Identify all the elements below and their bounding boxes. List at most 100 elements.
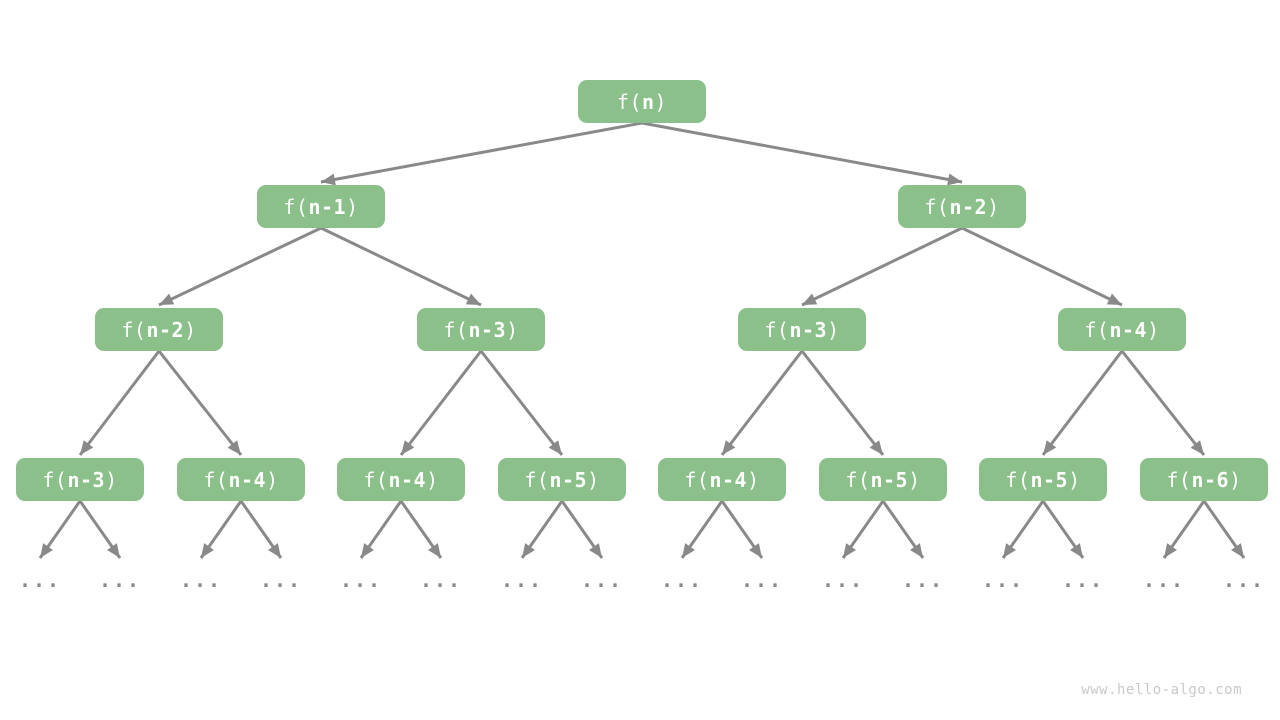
watermark: www.hello-algo.com bbox=[1081, 682, 1242, 698]
node-label: f( bbox=[363, 467, 389, 492]
tree-node: f(n-2) bbox=[95, 308, 223, 351]
node-label: ) bbox=[346, 194, 359, 219]
tree-edge bbox=[560, 500, 604, 559]
tree-edge bbox=[841, 500, 885, 559]
ellipsis-leaf: ... bbox=[419, 568, 463, 592]
tree-edge bbox=[801, 226, 963, 307]
tree-edge bbox=[1001, 500, 1045, 559]
node-label: n-6 bbox=[1191, 467, 1230, 492]
tree-node: f(n-2) bbox=[898, 185, 1026, 228]
ellipsis-leaf: ... bbox=[981, 568, 1025, 592]
ellipsis-leaf: ... bbox=[580, 568, 624, 592]
node-label: ) bbox=[908, 467, 921, 492]
tree-node: f(n-1) bbox=[257, 185, 385, 228]
tree-edge bbox=[641, 121, 963, 186]
node-label: f( bbox=[1084, 317, 1110, 342]
tree-node: f(n-4) bbox=[337, 458, 465, 501]
tree-edge bbox=[720, 500, 764, 559]
tree-edge bbox=[239, 500, 283, 559]
ellipsis-leaf: ... bbox=[179, 568, 223, 592]
ellipsis-leaf: ... bbox=[259, 568, 303, 592]
ellipsis-leaf: ... bbox=[660, 568, 704, 592]
tree-edge bbox=[720, 350, 804, 456]
node-label: f( bbox=[443, 317, 469, 342]
tree-edge bbox=[1041, 350, 1124, 456]
tree-edge bbox=[199, 500, 243, 559]
tree-edge bbox=[359, 500, 403, 559]
tree-node: f(n) bbox=[578, 80, 706, 123]
node-label: ) bbox=[266, 467, 279, 492]
node-label: n-4 bbox=[1109, 317, 1148, 342]
tree-node: f(n-5) bbox=[498, 458, 626, 501]
ellipsis-leaf: ... bbox=[98, 568, 142, 592]
tree-node: f(n-6) bbox=[1140, 458, 1268, 501]
tree-edge bbox=[961, 226, 1123, 307]
node-label: ) bbox=[1229, 467, 1242, 492]
node-label: f( bbox=[616, 89, 642, 114]
node-label: n-2 bbox=[146, 317, 185, 342]
node-label: ) bbox=[827, 317, 840, 342]
tree-edge bbox=[479, 350, 564, 456]
node-label: ) bbox=[987, 194, 1000, 219]
node-label: n-2 bbox=[949, 194, 988, 219]
node-label: n-5 bbox=[870, 467, 909, 492]
tree-node: f(n-4) bbox=[1058, 308, 1186, 351]
tree-edge bbox=[1120, 350, 1206, 456]
node-label: f( bbox=[121, 317, 147, 342]
tree-edge bbox=[38, 500, 82, 559]
node-label: n-5 bbox=[1030, 467, 1069, 492]
tree-node: f(n-4) bbox=[658, 458, 786, 501]
tree-edge bbox=[78, 500, 122, 559]
tree-edge bbox=[520, 500, 564, 559]
node-label: n-4 bbox=[228, 467, 267, 492]
tree-node: f(n-5) bbox=[819, 458, 947, 501]
node-label: f( bbox=[1005, 467, 1031, 492]
node-label: n-3 bbox=[789, 317, 828, 342]
node-label: f( bbox=[203, 467, 229, 492]
node-label: f( bbox=[283, 194, 309, 219]
ellipsis-leaf: ... bbox=[1142, 568, 1186, 592]
node-label: f( bbox=[924, 194, 950, 219]
edge-lines bbox=[38, 121, 1246, 559]
node-label: f( bbox=[845, 467, 871, 492]
node-label: ) bbox=[1068, 467, 1081, 492]
tree-edge bbox=[320, 121, 643, 186]
node-label: ) bbox=[105, 467, 118, 492]
ellipsis-leaf: ... bbox=[1061, 568, 1105, 592]
tree-edge bbox=[1162, 500, 1206, 559]
node-label: f( bbox=[524, 467, 550, 492]
ellipsis-leaf: ... bbox=[500, 568, 544, 592]
node-label: ) bbox=[506, 317, 519, 342]
tree-edge bbox=[399, 500, 443, 559]
ellipsis-leaf: ... bbox=[740, 568, 784, 592]
tree-edge bbox=[399, 350, 483, 456]
node-label: ) bbox=[654, 89, 668, 114]
ellipsis-leaf: ... bbox=[339, 568, 383, 592]
tree-edge bbox=[157, 350, 243, 456]
node-label: n-3 bbox=[468, 317, 507, 342]
tree-edge bbox=[680, 500, 724, 559]
ellipsis-leaf: ... bbox=[821, 568, 865, 592]
node-label: f( bbox=[684, 467, 710, 492]
ellipsis-leaf: ... bbox=[901, 568, 945, 592]
node-label: n-4 bbox=[388, 467, 427, 492]
node-label: n bbox=[642, 89, 655, 114]
tree-node: f(n-5) bbox=[979, 458, 1107, 501]
node-label: ) bbox=[587, 467, 600, 492]
node-label: ) bbox=[747, 467, 760, 492]
ellipsis-leaf: ... bbox=[18, 568, 62, 592]
node-label: n-3 bbox=[67, 467, 106, 492]
tree-node: f(n-3) bbox=[738, 308, 866, 351]
tree-node: f(n-3) bbox=[417, 308, 545, 351]
node-label: n-5 bbox=[549, 467, 588, 492]
tree-node: f(n-4) bbox=[177, 458, 305, 501]
node-label: ) bbox=[1147, 317, 1160, 342]
node-label: n-1 bbox=[308, 194, 347, 219]
tree-edge bbox=[881, 500, 925, 559]
tree-edge bbox=[1041, 500, 1085, 559]
tree-node: f(n-3) bbox=[16, 458, 144, 501]
tree-edge bbox=[800, 350, 885, 456]
node-label: ) bbox=[184, 317, 197, 342]
